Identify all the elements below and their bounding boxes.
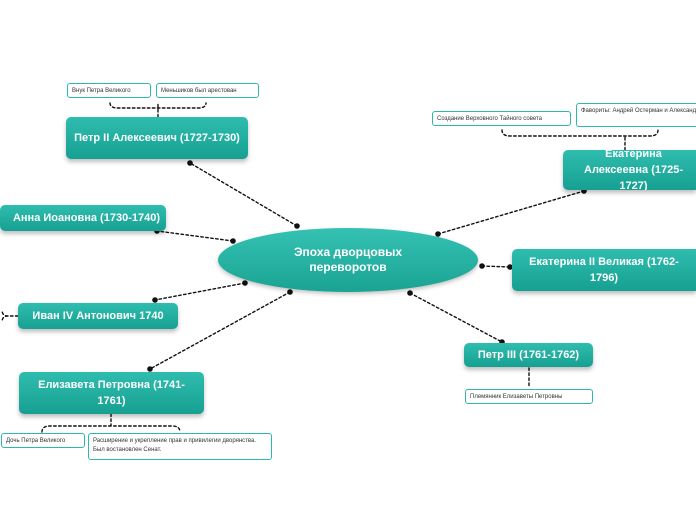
dot-center-anna [230,238,236,244]
dot-center-catherine1 [435,231,441,237]
note-peter3-nephew[interactable]: Племянник Елизаветы Петровны [465,389,593,404]
note-catherine1-council-text: Создание Верховного Тайного совета [437,116,542,122]
dot-elizabeth [147,366,153,372]
dot-center-peter3 [407,290,413,296]
dot-center-catherine2 [479,263,485,269]
link-ivan6 [154,282,246,301]
note-peter2-grandson-text: Внук Петра Великого [72,88,131,94]
node-peter3-label: Петр III (1761-1762) [477,349,580,361]
link-peter2 [189,162,298,227]
note-peter2-menshikov[interactable]: Меньшиков был арестован [156,83,259,98]
link-catherine1 [437,190,585,235]
note-peter2-menshikov-text: Меньшиков был арестован [161,88,237,94]
note-catherine1-council[interactable]: Создание Верховного Тайного совета [432,111,571,126]
central-topic[interactable]: Эпоха дворцовых переворотов [218,228,478,292]
note-elizabeth-nobility-text: Расширение и укрепление прав и привилеги… [93,438,257,453]
node-peter2-label: Петр II Алексеевич (1727-1730) [74,132,240,144]
node-peter2[interactable]: Петр II Алексеевич (1727-1730) [66,117,248,159]
node-peter3[interactable]: Петр III (1761-1762) [464,343,593,367]
note-catherine1-favorites-text: Фавориты: Андрей Остерман и Александр Ме… [581,108,696,114]
note-elizabeth-nobility[interactable]: Расширение и укрепление прав и привилеги… [88,433,272,460]
node-catherine2-label: Екатерина II Великая (1762-1796) [529,256,679,284]
bracket-catherine1 [501,129,659,151]
dot-center-ivan6 [242,280,248,286]
note-peter3-nephew-text: Племянник Елизаветы Петровны [470,394,563,400]
note-elizabeth-daughter-text: Дочь Петра Великого [6,438,66,444]
link-catherine2 [481,265,511,268]
node-elizabeth-label: Елизавета Петровна (1741-1761) [38,379,185,407]
node-anna[interactable]: Анна Иоановна (1730-1740) [0,205,166,231]
node-catherine1[interactable]: Екатерина Алексеевна (1725-1727) [563,150,696,190]
node-ivan6[interactable]: Иван IV Антонович 1740 [18,303,178,329]
node-catherine2[interactable]: Екатерина II Великая (1762-1796) [512,249,696,291]
link-anna [156,230,234,242]
bracket-ivan6 [1,309,19,323]
dot-ivan6 [152,297,158,303]
dot-peter2 [187,160,193,166]
node-elizabeth[interactable]: Елизавета Петровна (1741-1761) [19,372,204,414]
node-catherine1-label: Екатерина Алексеевна (1725-1727) [584,150,683,190]
note-peter2-grandson[interactable]: Внук Петра Великого [67,83,151,98]
note-elizabeth-daughter[interactable]: Дочь Петра Великого [1,433,85,448]
dot-catherine2 [507,264,513,270]
bracket-peter2 [109,102,207,118]
note-catherine1-favorites[interactable]: Фавориты: Андрей Остерман и Александр Ме… [576,103,696,127]
dot-center-elizabeth [287,289,293,295]
dot-center-peter2 [294,223,300,229]
link-elizabeth [149,291,291,370]
bracket-elizabeth [41,413,181,433]
node-anna-label: Анна Иоановна (1730-1740) [12,212,160,224]
node-ivan6-label: Иван IV Антонович 1740 [32,310,164,322]
central-topic-label: Эпоха дворцовых переворотов [294,245,402,274]
link-peter3 [409,292,503,343]
